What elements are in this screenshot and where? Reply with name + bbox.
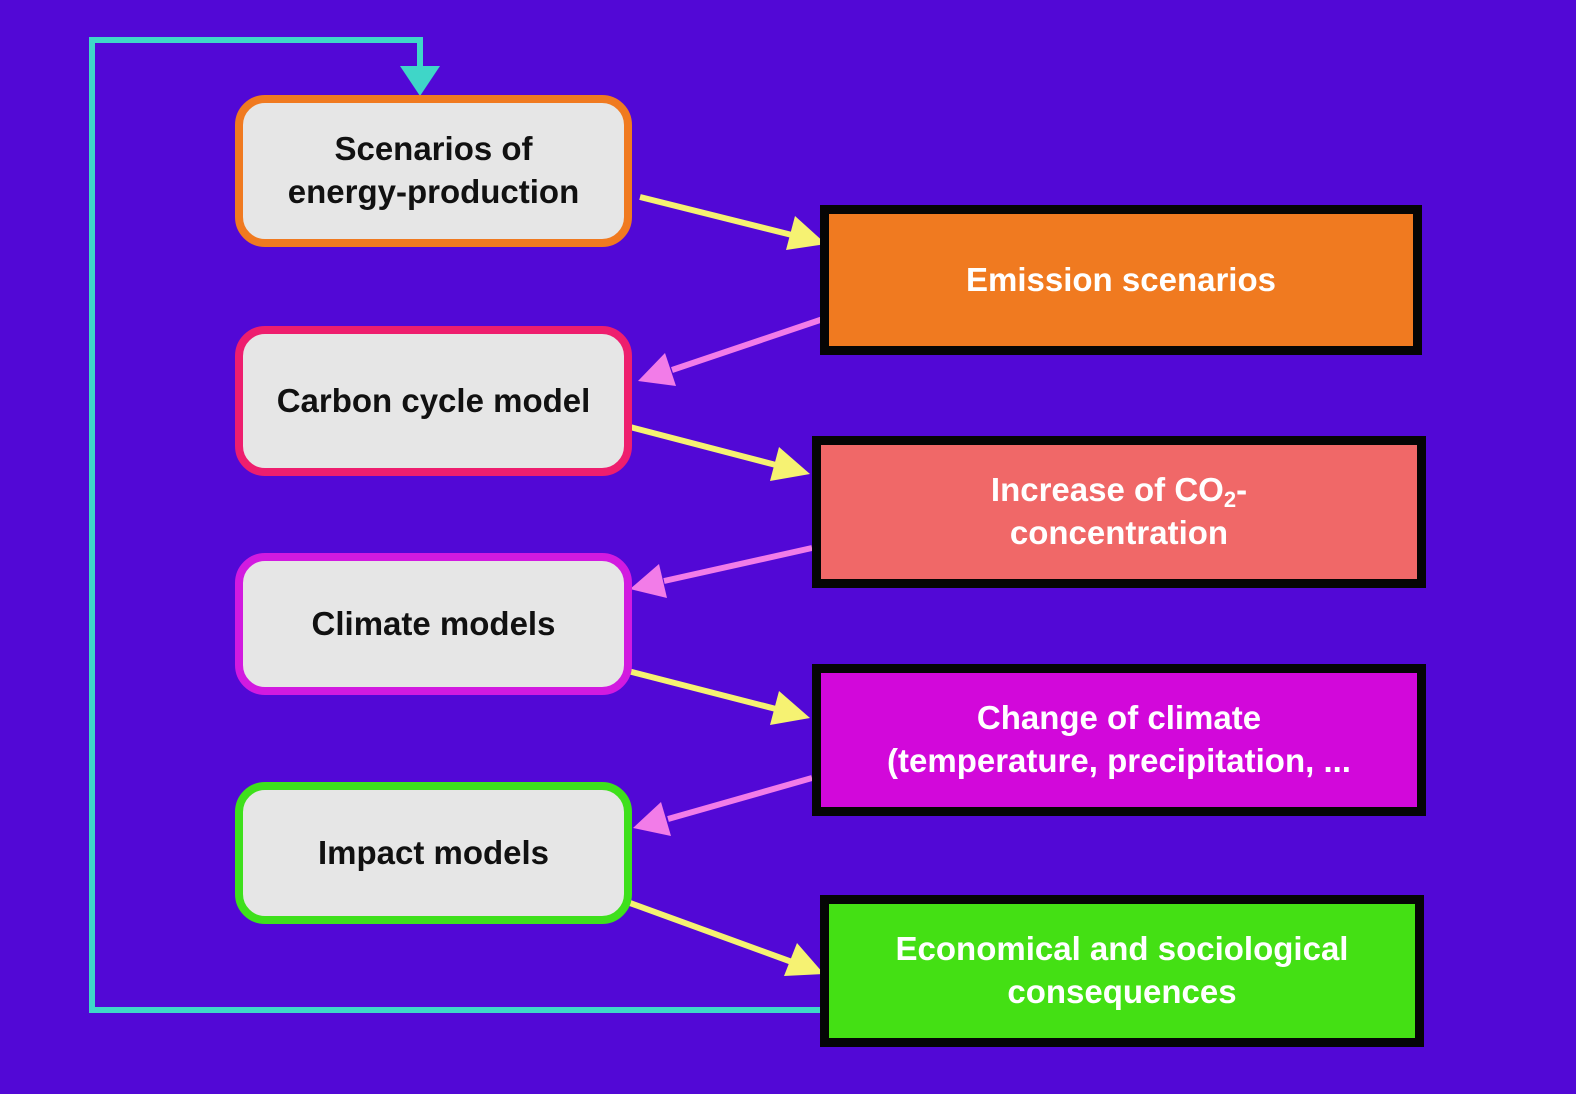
model-label: Scenarios of energy-production	[287, 130, 580, 210]
arrow-emission-to-carbon	[638, 315, 827, 386]
feedback-loop-arrowhead	[400, 66, 440, 96]
model-box-energy-production: Scenarios of energy-production	[235, 95, 632, 247]
output-box-climate-change: Change of climate (temperature, precipit…	[812, 664, 1426, 816]
model-label: Carbon cycle model	[276, 381, 591, 419]
output-box-co2-increase: Increase of CO2- concentration	[812, 436, 1426, 588]
output-box-consequences: Economical and sociological consequences	[820, 895, 1424, 1047]
output-label: Economical and sociological consequences	[895, 930, 1349, 1010]
arrow-climate-to-change	[627, 668, 810, 725]
output-label: Increase of CO2- concentration	[990, 471, 1248, 551]
model-label: Impact models	[317, 833, 550, 871]
arrow-energy-to-emission	[639, 194, 826, 250]
output-box-emission-scenarios: Emission scenarios	[820, 205, 1422, 355]
output-label: Emission scenarios	[966, 260, 1276, 298]
model-box-carbon-cycle: Carbon cycle model	[235, 326, 632, 476]
arrow-carbon-to-co2	[629, 424, 810, 481]
output-label: Change of climate (temperature, precipit…	[887, 699, 1351, 779]
model-label: Climate models	[311, 604, 556, 642]
arrow-impact-to-consequences	[628, 900, 824, 976]
arrow-co2-to-climate	[630, 545, 813, 598]
model-box-impact: Impact models	[235, 782, 632, 924]
arrow-change-to-impact	[633, 775, 813, 836]
feedback-loop-line	[89, 37, 828, 1013]
model-box-climate: Climate models	[235, 553, 632, 695]
